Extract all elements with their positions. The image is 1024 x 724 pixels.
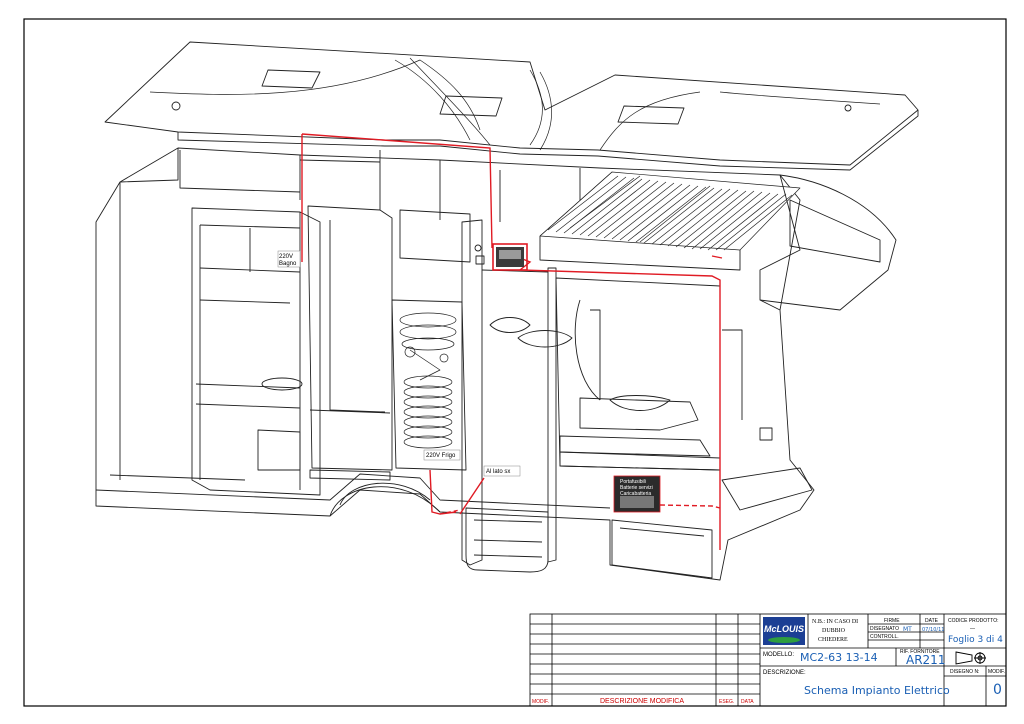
logo-text: McLOUIS: [764, 624, 804, 634]
rif-label: RIF. FORNITORE: [900, 649, 940, 655]
bagno-label-1: 220V: [279, 254, 293, 260]
disegnato-value: MT: [903, 626, 912, 633]
body-outline: [95, 147, 815, 581]
wire-lato: [459, 477, 485, 515]
callout-bagno: 220V Bagno: [277, 250, 301, 268]
bagno-label-2: Bagno: [279, 261, 297, 267]
note-line-3: CHIEDERE: [818, 637, 848, 643]
overcab: [759, 174, 897, 311]
disegnato-date: 07/10/11: [922, 627, 944, 633]
disegnato-label: DISEGNATO: [870, 626, 899, 632]
codice-value: —: [970, 626, 975, 632]
modello-label: MODELLO:: [763, 652, 794, 658]
roof-vent-2: [439, 95, 503, 117]
disegno-label: DISEGNO N:: [950, 669, 979, 675]
descrizione-value: Schema Impianto Elettrico: [804, 684, 950, 697]
mod-label: MODIF.: [988, 669, 1005, 675]
eseg-label: ESEG.: [719, 699, 734, 705]
date-label: DATE: [925, 618, 939, 624]
wiring-diagram: [301, 133, 723, 550]
fridge-unit: [391, 299, 467, 471]
sheet-border: [23, 18, 1007, 707]
mod-value: 0: [993, 682, 1002, 698]
battery-label-2: Batterie servizi: [620, 485, 653, 491]
roof-vent-1: [261, 69, 321, 89]
entrance-door: [461, 219, 483, 566]
rif-value: AR211: [906, 653, 945, 667]
battery-label-3: Caricabatteria: [620, 491, 651, 497]
codice-label: CODICE PRODOTTO:: [948, 618, 998, 624]
projection-symbol: [955, 651, 986, 665]
roof-vent-3: [617, 105, 685, 125]
battery-callout: Portafusibili Batterie servizi Caricabat…: [613, 475, 661, 513]
wheel-arch: [329, 486, 441, 517]
dinette-base: [611, 519, 713, 579]
data-label: DATA: [741, 699, 754, 705]
descrizione-label: DESCRIZIONE:: [763, 670, 806, 676]
frigo-label: 220V Frigo: [426, 453, 456, 459]
foglio-value: Foglio 3 di 4: [948, 635, 1003, 645]
entrance-step: [465, 507, 549, 573]
note-line-1: N.B.: IN CASO DI: [812, 619, 858, 625]
camper-drawing: [95, 41, 919, 581]
bed-slats: [539, 171, 801, 251]
controll-label: CONTROLL.: [870, 634, 899, 640]
modif-column-label: MODIF.: [532, 699, 549, 705]
wardrobe: [307, 205, 393, 471]
descrizione-modifica-label: DESCRIZIONE MODIFICA: [600, 698, 684, 705]
modello-value: MC2-63 13-14: [800, 651, 878, 664]
battery-label-1: Portafusibili: [620, 479, 646, 485]
callout-frigo: 220V Frigo: [423, 449, 461, 461]
note-line-2: DUBBIO: [822, 628, 846, 634]
callout-lato: Al lato sx: [483, 465, 521, 477]
wire-battery: [659, 504, 721, 509]
fridge-coil: [399, 312, 457, 449]
lato-label: Al lato sx: [486, 469, 510, 475]
wire-roof-main: [301, 133, 493, 249]
wire-rear-bed: [711, 255, 723, 259]
wire-panel-to-rear: [518, 257, 721, 550]
firme-label: FIRME: [884, 618, 900, 624]
roof-panel: [104, 41, 919, 166]
title-block: [529, 613, 1007, 707]
control-panel-frame: [492, 243, 528, 271]
